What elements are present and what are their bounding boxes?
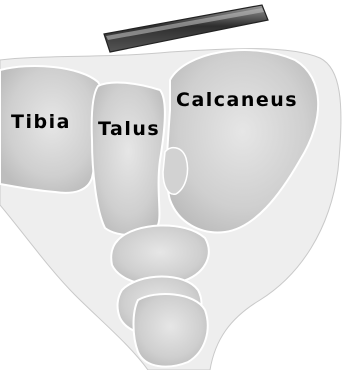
label-calcaneus: Calcaneus [176,89,298,111]
label-tibia: Tibia [11,111,71,133]
metatarsal-bone [134,294,208,367]
talus-bone [92,83,165,236]
label-talus: Talus [98,118,160,140]
xray-plate [104,5,268,52]
